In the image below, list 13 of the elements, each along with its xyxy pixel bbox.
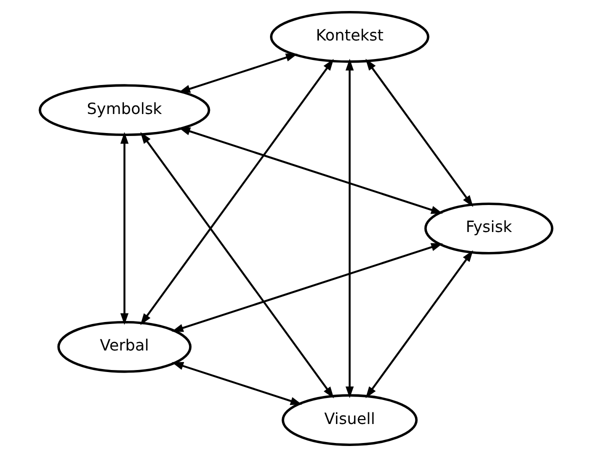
- arrow: [366, 250, 474, 398]
- arrow: [346, 58, 354, 398]
- node-ellipse: Fysisk: [424, 202, 554, 254]
- node-ellipse: Verbal: [57, 320, 192, 373]
- arrow: [120, 132, 129, 325]
- arrow: [178, 54, 298, 93]
- arrow: [140, 58, 334, 326]
- arrow: [178, 127, 443, 214]
- arrow: [172, 243, 443, 332]
- arrow: [366, 58, 474, 207]
- node-ellipse: Visuell: [282, 394, 418, 446]
- arrow: [140, 132, 334, 398]
- arrow: [172, 362, 302, 405]
